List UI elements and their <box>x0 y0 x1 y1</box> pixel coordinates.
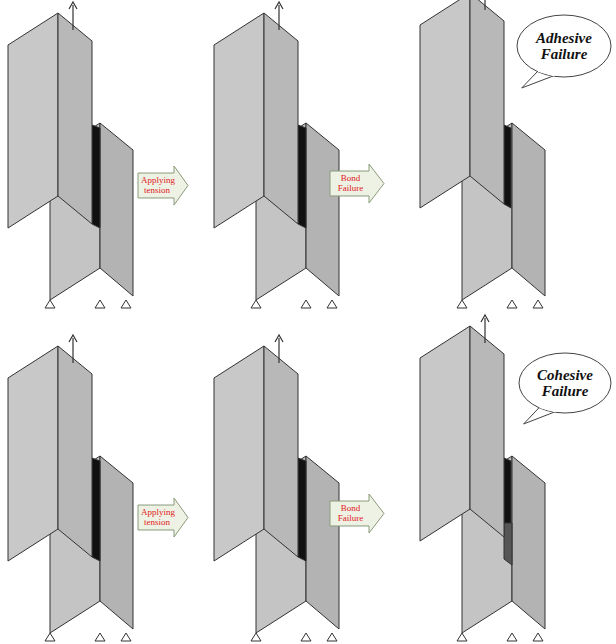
upper-adherend-edge <box>470 0 504 204</box>
callout-ellipse <box>519 353 611 413</box>
callout-tail <box>524 407 556 424</box>
upper-adherend-face <box>420 0 470 208</box>
failure-mode-label: Adhesive Failure <box>526 30 602 63</box>
arrow-label: Applying tension <box>141 176 173 195</box>
support-triangle <box>95 633 105 641</box>
adhesive-layer <box>298 125 306 228</box>
lap-joint-specimen <box>214 2 339 308</box>
support-triangle <box>533 633 543 641</box>
support-triangle <box>45 633 55 641</box>
support-triangle <box>121 300 131 308</box>
block-arrow-outline <box>330 494 384 533</box>
adhesive-layer <box>92 125 100 228</box>
support-triangle <box>457 300 467 308</box>
upper-adherend-face <box>420 326 470 541</box>
support-triangle <box>301 633 311 641</box>
lower-adherend-edge <box>512 123 545 296</box>
support-triangle <box>507 300 517 308</box>
upper-adherend-edge <box>58 346 92 557</box>
arrow-label: Bond Failure <box>333 504 368 523</box>
upper-adherend-edge <box>58 13 92 224</box>
tension-arrow <box>481 0 489 10</box>
upper-adherend-face <box>214 346 264 561</box>
support-triangle <box>327 300 337 308</box>
adhesive-layer <box>92 458 100 561</box>
callout-bubble: Adhesive Failure <box>516 14 612 78</box>
block-arrow: Bond Failure <box>330 164 384 203</box>
callout-tail-join <box>538 71 554 76</box>
lap-joint-specimen <box>420 315 545 641</box>
upper-adherend-face <box>214 13 264 228</box>
tension-arrow <box>69 2 77 30</box>
block-arrow-outline <box>138 498 188 537</box>
block-arrow: Applying tension <box>138 498 188 537</box>
lower-adherend-edge <box>512 456 545 629</box>
callout-ellipse <box>517 15 611 77</box>
support-triangle <box>251 633 261 641</box>
support-triangle <box>301 300 311 308</box>
tension-arrow <box>481 315 489 343</box>
adhesive-layer <box>504 125 511 208</box>
adhesive-layer <box>298 458 306 561</box>
support-triangle <box>251 300 261 308</box>
lap-joint-specimen <box>214 335 339 641</box>
tension-arrow <box>69 335 77 363</box>
block-arrow: Applying tension <box>138 166 188 205</box>
callout-tail-join <box>540 407 556 412</box>
block-arrow: Bond Failure <box>330 494 384 533</box>
support-triangle <box>533 300 543 308</box>
support-triangle <box>327 633 337 641</box>
support-triangle <box>45 300 55 308</box>
tension-arrow <box>275 2 283 30</box>
support-triangle <box>121 633 131 641</box>
upper-adherend-edge <box>470 326 504 537</box>
support-triangle <box>507 633 517 641</box>
lap-joint-specimen <box>8 335 133 641</box>
lower-adherend-edge <box>100 123 133 296</box>
upper-adherend-face <box>8 346 58 561</box>
lower-adherend-edge <box>306 456 339 629</box>
block-arrow-outline <box>138 166 188 205</box>
failure-mode-label: Cohesive Failure <box>528 367 602 400</box>
callout-tail <box>522 71 555 88</box>
upper-adherend-edge <box>264 346 298 557</box>
lower-adherend-edge <box>306 123 339 296</box>
support-triangle <box>95 300 105 308</box>
lower-adherend-edge <box>100 456 133 629</box>
callout-bubble: Cohesive Failure <box>518 352 612 414</box>
upper-adherend-edge <box>264 13 298 224</box>
tension-arrow <box>275 335 283 363</box>
cohesive-failure-surface <box>504 523 512 565</box>
arrow-label: Bond Failure <box>333 174 368 193</box>
block-arrow-outline <box>330 164 384 203</box>
arrow-label: Applying tension <box>141 508 173 527</box>
upper-adherend-face <box>8 13 58 228</box>
support-triangle <box>457 633 467 641</box>
lap-joint-specimen <box>8 2 133 308</box>
